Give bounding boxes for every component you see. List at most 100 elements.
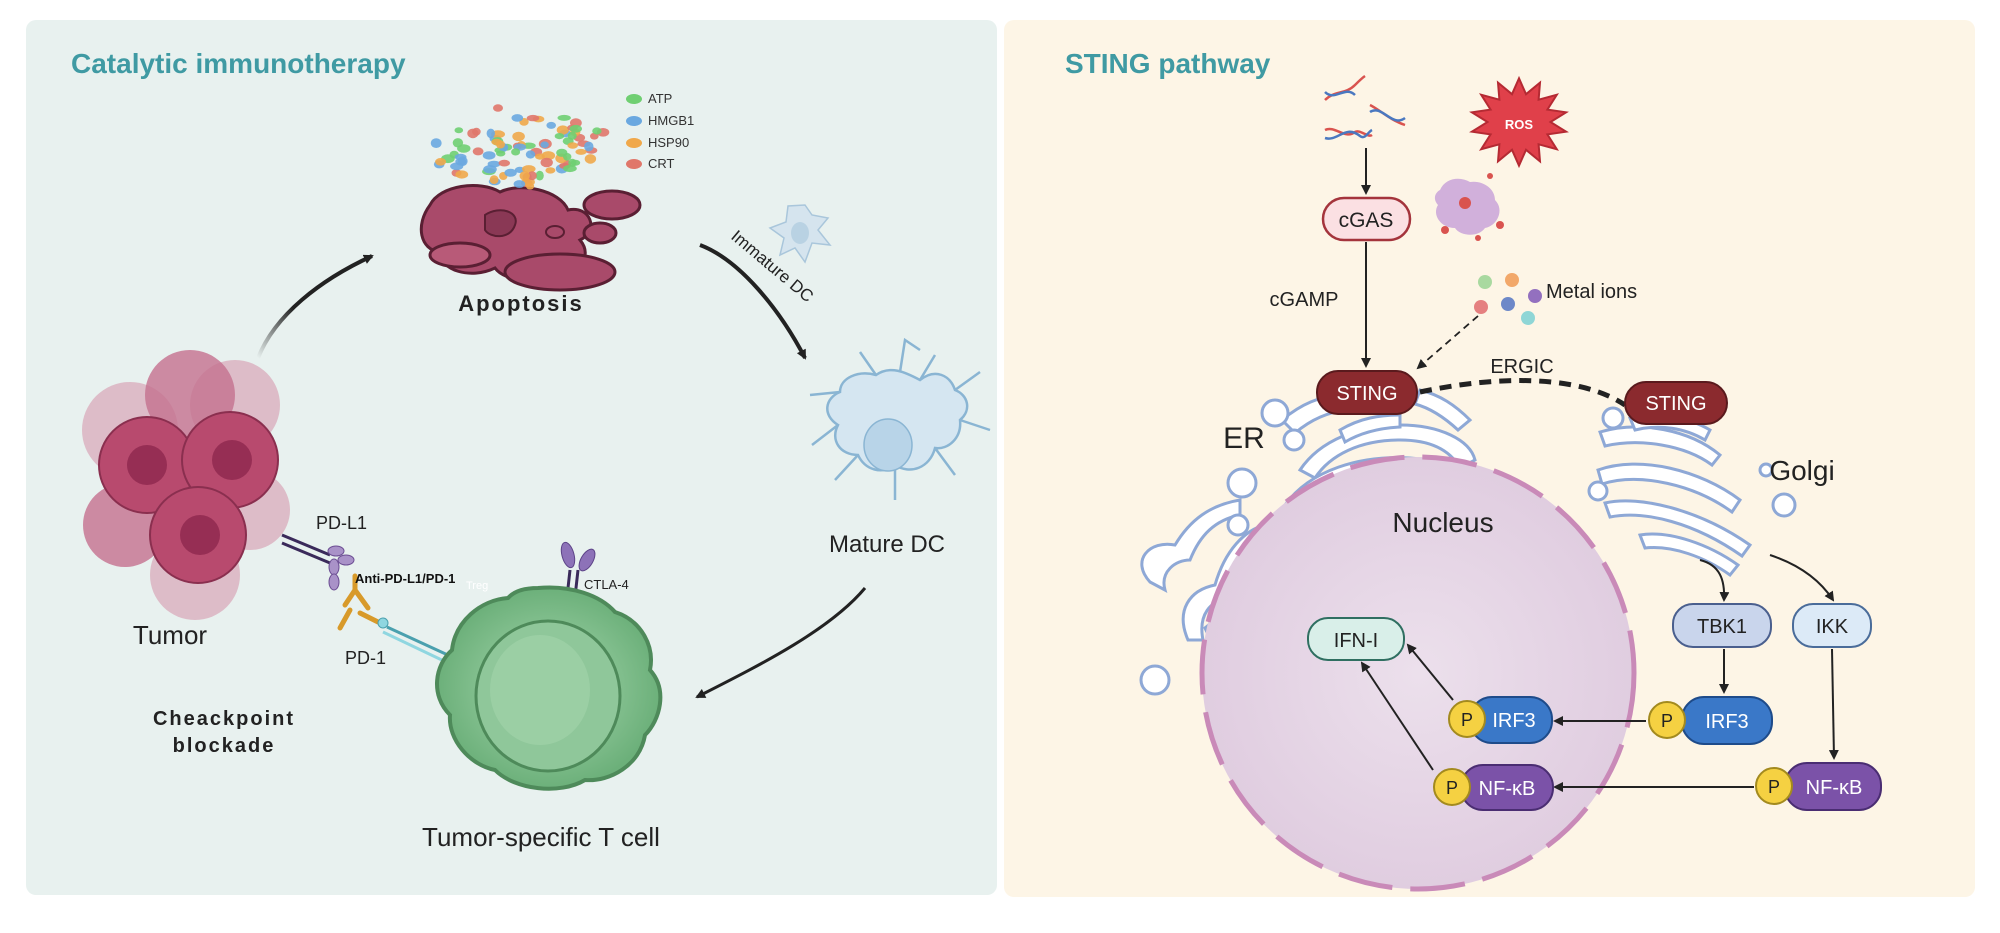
tbk1-node (1672, 603, 1772, 648)
nucleus-label: Nucleus (1392, 507, 1493, 538)
damp-molecule (450, 162, 464, 171)
ikk-node (1792, 603, 1872, 648)
left-panel-title: Catalytic immunotherapy (71, 48, 406, 79)
apoptosis-to-dc-arrow (699, 243, 807, 360)
damp-molecule (486, 128, 495, 139)
damp-molecule (496, 150, 506, 157)
damp-molecule (493, 104, 503, 112)
irf3-cytoplasm-phospho (1648, 701, 1686, 739)
tumor-cells-illustration (82, 350, 290, 620)
mature-dc-icon (809, 337, 991, 500)
irf3-nucleus-phospho (1448, 700, 1486, 738)
pd-1-label: PD-1 (345, 648, 386, 668)
golgi-to-ikk-arrow (1769, 554, 1835, 602)
legend-crt: CRT (648, 156, 675, 171)
legend-crt-swatch (626, 159, 642, 169)
damp-molecule (575, 148, 587, 155)
tbk1-label: TBK1 (1697, 616, 1747, 638)
irf3-nucleus-label: IRF3 (1492, 710, 1535, 732)
ifn-i-label: IFN-I (1334, 630, 1378, 652)
damp-molecule (567, 142, 578, 149)
damp-molecule (584, 141, 594, 152)
irf3-to-ifn-arrow (1406, 643, 1454, 701)
damp-molecule (563, 153, 572, 161)
damp-molecule (535, 170, 544, 181)
damp-molecule (472, 127, 481, 136)
sting-golgi-label: STING (1645, 393, 1706, 415)
damaged-cell-icon (1434, 173, 1504, 241)
legend-hsp90: HSP90 (648, 135, 689, 150)
cgas-label: cGAS (1339, 209, 1394, 232)
damp-molecule (563, 164, 577, 173)
nfkb-cytoplasm-label: NF-κB (1806, 777, 1863, 799)
ros-burst-icon (1469, 75, 1569, 169)
metal-ions-to-sting-arrow (1416, 315, 1479, 370)
checkpoint-label-line1: Cheackpoint (153, 708, 295, 730)
pd-l1-label: PD-L1 (316, 513, 367, 533)
irf3-cytoplasm-label: IRF3 (1705, 711, 1748, 733)
nfkb-cytoplasm-phospho (1755, 767, 1793, 805)
golgi-vesicles (1587, 406, 1797, 518)
damp-molecule (557, 114, 571, 121)
er-vesicles (1139, 398, 1306, 696)
damp-molecule (483, 165, 497, 174)
dna-fragments-icon (1324, 74, 1406, 140)
irf3-nucleus-p-label: P (1461, 710, 1473, 730)
sting-er-label: STING (1336, 383, 1397, 405)
checkpoint-label-line2: blockade (173, 735, 276, 757)
legend-hmgb1: HMGB1 (648, 113, 694, 128)
damp-molecule (527, 171, 537, 181)
damp-legend: ATP HMGB1 HSP90 CRT (626, 91, 694, 171)
sting-er-node (1316, 370, 1418, 415)
damp-molecule (545, 167, 556, 174)
ikk-label: IKK (1816, 616, 1849, 638)
damp-molecule (454, 127, 464, 134)
nfkb-nucleus-phospho (1433, 768, 1471, 806)
damp-molecule (489, 175, 499, 185)
nfkb-cytoplasm-p-label: P (1768, 777, 1780, 797)
pd-l1-receptor (281, 533, 355, 591)
metal-ions-label: Metal ions (1546, 281, 1637, 303)
damp-molecule (491, 138, 503, 146)
damp-molecule (482, 151, 496, 160)
tumor-label: Tumor (133, 620, 207, 650)
legend-hsp90-swatch (626, 138, 642, 148)
damp-molecule (454, 153, 467, 161)
damp-molecule (512, 131, 525, 142)
ros-label: ROS (1505, 117, 1534, 132)
damp-molecule (554, 133, 565, 140)
damp-molecule (452, 138, 464, 148)
damp-molecule (472, 147, 484, 156)
damp-molecule (546, 121, 556, 129)
damp-molecule (511, 148, 521, 156)
damp-molecule (584, 154, 597, 164)
damp-molecule (522, 165, 536, 173)
golgi-structure (1596, 414, 1753, 578)
metal-ions-icon (1474, 273, 1542, 325)
apoptosis-cell-illustration (419, 184, 642, 292)
golgi-to-tbk1-arrow (1699, 559, 1730, 602)
damp-molecule (435, 158, 447, 166)
tcell-label: Tumor-specific T cell (422, 822, 660, 852)
damp-molecule (430, 138, 442, 149)
er-label: ER (1223, 422, 1265, 455)
mature-dc-label: Mature DC (829, 531, 945, 558)
ergic-trafficking-path (1419, 378, 1627, 408)
damp-molecule (513, 180, 526, 188)
treg-label: Treg (466, 580, 488, 592)
damp-molecule (525, 150, 536, 159)
t-cell-illustration (435, 585, 663, 791)
cgas-node (1321, 196, 1412, 242)
ikk-to-nfkb-arrow (1828, 648, 1839, 760)
damp-molecule (592, 127, 602, 135)
legend-hmgb1-swatch (626, 116, 642, 126)
pd-1-receptor (377, 617, 451, 664)
legend-atp: ATP (648, 91, 672, 106)
damp-molecules-cluster (430, 104, 610, 190)
damp-molecule (567, 131, 577, 140)
sting-golgi-node (1624, 381, 1728, 425)
damp-molecule (541, 151, 556, 161)
damp-molecule (526, 114, 540, 122)
irf3-cytoplasm-p-label: P (1661, 711, 1673, 731)
apoptosis-label: Apoptosis (458, 291, 584, 316)
